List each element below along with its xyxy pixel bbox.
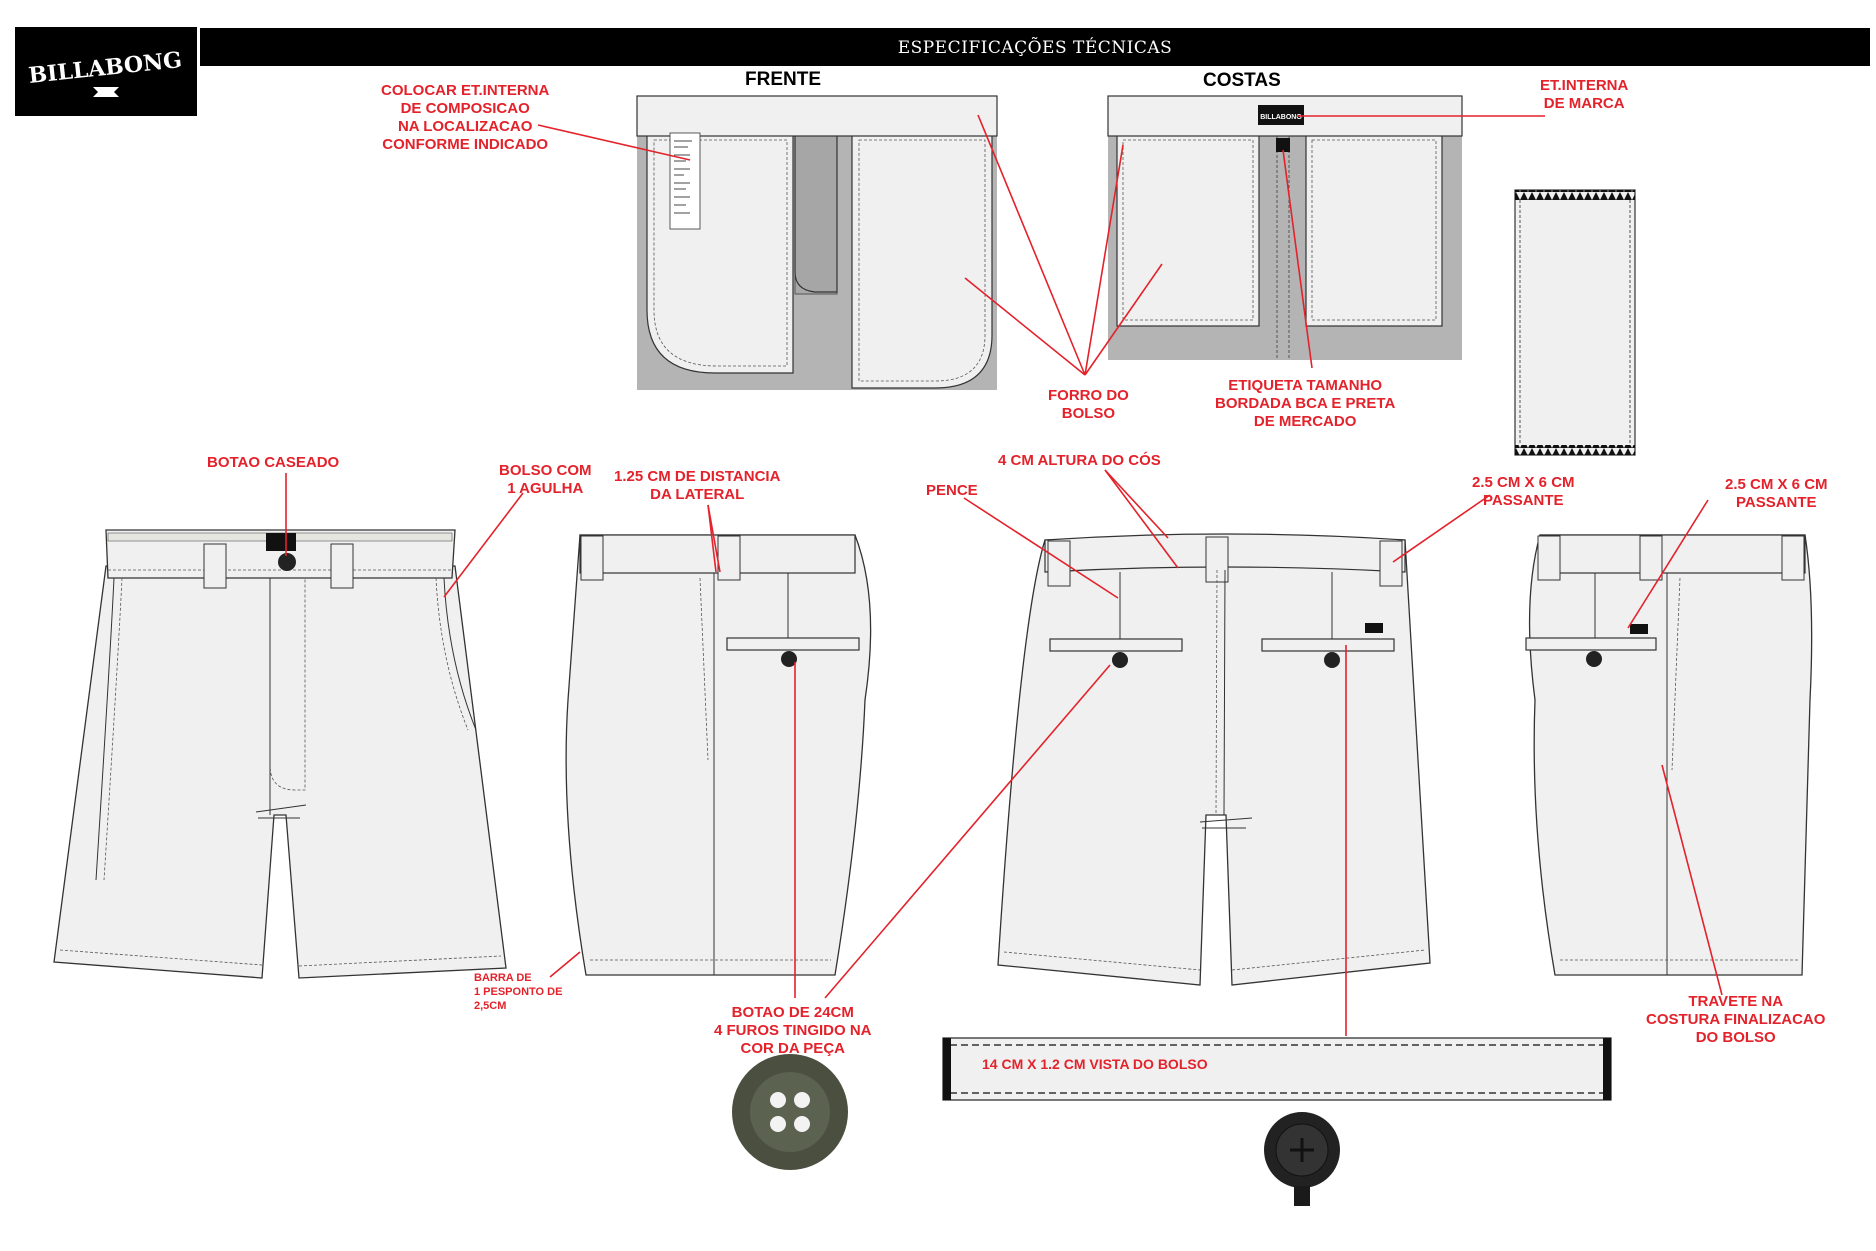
annotation-leaders [285, 114, 1723, 1036]
front-belt-loop-left [203, 543, 227, 589]
side2-back-pocket-welt [1525, 637, 1657, 651]
page-title: ESPECIFICAÇÕES TÉCNICAS [897, 38, 1173, 58]
front-shorts [53, 529, 507, 979]
billabong-logo-mark: BILLABONG [27, 47, 183, 97]
brand-label-text: BILLABONG [1260, 114, 1302, 121]
side-shorts-left [565, 534, 872, 976]
back-left-welt-pocket [1049, 638, 1183, 652]
waistband-height-note: 4 CM ALTURA DO CÓS [998, 452, 1161, 469]
button-4-hole-icon [732, 1054, 848, 1170]
back-brand-flag-icon [1365, 623, 1383, 633]
buttonhole-note: BOTAO CASEADO [207, 454, 340, 471]
size-label-icon [1276, 138, 1290, 152]
front-view-label: FRENTE [745, 69, 821, 90]
pocket-facing-note: 14 CM X 1.2 CM VISTA DO BOLSO [982, 1056, 1208, 1072]
front-right-pocket-stitch [858, 139, 986, 382]
billabong-logo: BILLABONG [15, 27, 197, 116]
header-bar: ESPECIFICAÇÕES TÉCNICAS [200, 28, 1870, 66]
front-right-pocket-bag [851, 132, 993, 389]
back-belt-loop-3 [1379, 540, 1403, 587]
back-view-label: COSTAS [1203, 70, 1281, 91]
inside-back-view: BILLABONG [1107, 95, 1463, 360]
inside-front-view [636, 95, 998, 390]
front-waistband [636, 95, 998, 137]
waist-button-icon [278, 553, 296, 571]
side-belt-loop-1 [580, 535, 604, 581]
back-right-button-icon [1324, 652, 1340, 668]
side2-belt-loop-1 [1537, 535, 1561, 581]
side-shorts-right [1525, 534, 1813, 976]
front-belt-loop-right [330, 543, 354, 589]
front-brand-tab-icon [266, 533, 296, 551]
back-right-pocket-bag [1305, 133, 1443, 327]
belt-loop-detail [1514, 189, 1636, 456]
dart-note: PENCE [926, 482, 978, 499]
fly-shield [794, 119, 838, 293]
back-belt-loop-1 [1047, 540, 1071, 587]
side2-back-button-icon [1586, 651, 1602, 667]
brand-label-icon [1258, 105, 1304, 125]
back-shorts [997, 533, 1431, 986]
side2-brand-flag-icon [1630, 624, 1648, 634]
pocket-facing-strip [942, 1037, 1612, 1101]
side-back-pocket-welt [726, 637, 860, 651]
back-right-welt-pocket [1261, 638, 1395, 652]
brand-symbol-icon [93, 87, 119, 97]
side-belt-loop-2 [717, 535, 741, 581]
front-waistband-outer [105, 529, 456, 579]
front-left-pocket-bag [646, 132, 794, 374]
front-left-pocket-stitch [653, 139, 788, 367]
side-back-button-icon [781, 651, 797, 667]
side2-belt-loop-2 [1639, 535, 1663, 581]
back-left-button-icon [1112, 652, 1128, 668]
side2-belt-loop-3 [1781, 535, 1805, 581]
shank-button-icon [1264, 1112, 1340, 1206]
